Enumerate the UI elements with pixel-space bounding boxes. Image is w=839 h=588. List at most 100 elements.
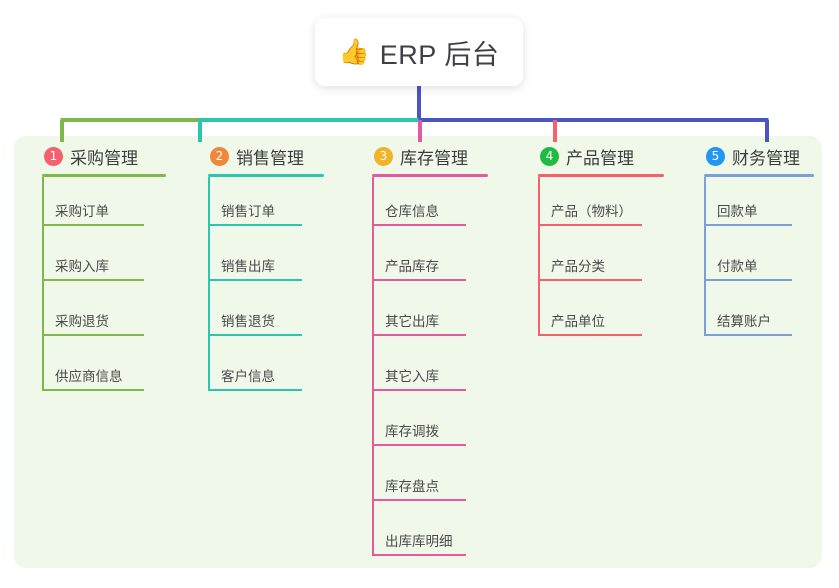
branch-items: 产品（物料） 产品分类产品单位: [518, 177, 670, 342]
branch-item-label: 回款单: [717, 204, 758, 219]
branch-header-1[interactable]: 1 采购管理: [22, 142, 172, 170]
branch-item-underline: [372, 334, 466, 336]
branch-item-underline: [538, 279, 642, 281]
branch-item-underline: [208, 279, 302, 281]
branch-item[interactable]: 产品库存: [352, 232, 494, 287]
branch-spine: [538, 177, 540, 336]
branch-item-underline: [704, 334, 792, 336]
branch-spine: [704, 177, 706, 336]
branch-header-4[interactable]: 4 产品管理: [518, 142, 670, 170]
branch-spine: [372, 177, 374, 556]
branch-item[interactable]: 付款单: [684, 232, 820, 287]
branch-item[interactable]: 其它入库: [352, 342, 494, 397]
branch-title: 销售管理: [236, 148, 304, 168]
branch-header-underline: [208, 174, 324, 177]
branch-column-4: 4 产品管理产品（物料） 产品分类产品单位: [518, 142, 670, 342]
branch-item-underline: [538, 334, 642, 336]
root-node[interactable]: 👍 ERP 后台: [315, 18, 523, 86]
branch-item-underline: [42, 224, 144, 226]
branch-item[interactable]: 销售出库: [188, 232, 330, 287]
branch-header-underline: [704, 174, 814, 177]
branch-item[interactable]: 客户信息: [188, 342, 330, 397]
branch-item[interactable]: 销售订单: [188, 177, 330, 232]
branch-item-label: 库存盘点: [385, 479, 439, 494]
branch-item-label: 销售退货: [221, 314, 275, 329]
branch-header-underline: [538, 174, 664, 177]
branch-item[interactable]: 结算账户: [684, 287, 820, 342]
branch-item[interactable]: 采购订单: [22, 177, 172, 232]
branch-item-underline: [42, 334, 144, 336]
branch-item-underline: [208, 389, 302, 391]
branch-title: 产品管理: [566, 148, 634, 168]
branch-items: 采购订单采购入库采购退货供应商信息: [22, 177, 172, 397]
branch-item-label: 采购退货: [55, 314, 109, 329]
branch-item-label: 产品单位: [551, 314, 605, 329]
branch-column-3: 3 库存管理仓库信息产品库存其它出库其它入库库存调拨库存盘点出库库明细: [352, 142, 494, 562]
branch-item-underline: [372, 389, 466, 391]
branch-title: 采购管理: [70, 148, 138, 168]
branch-item[interactable]: 产品分类: [518, 232, 670, 287]
branch-spine: [42, 177, 44, 391]
branch-item[interactable]: 产品单位: [518, 287, 670, 342]
root-node-label: ERP 后台: [379, 39, 500, 70]
branch-item-label: 其它出库: [385, 314, 439, 329]
branch-item-label: 产品（物料）: [551, 204, 632, 219]
branch-item-label: 采购入库: [55, 259, 109, 274]
branch-column-5: 5 财务管理回款单付款单结算账户: [684, 142, 820, 342]
branch-title: 财务管理: [732, 148, 800, 168]
branch-item-underline: [42, 389, 144, 391]
branch-items: 销售订单销售出库销售退货客户信息: [188, 177, 330, 397]
branch-header-5[interactable]: 5 财务管理: [684, 142, 820, 170]
branch-item-label: 库存调拨: [385, 424, 439, 439]
branch-item-label: 销售订单: [221, 204, 275, 219]
branch-header-underline: [372, 174, 488, 177]
branches-panel: [14, 136, 822, 568]
branch-title: 库存管理: [400, 148, 468, 168]
branch-item-label: 其它入库: [385, 369, 439, 384]
branch-header-underline: [42, 174, 166, 177]
branch-item-underline: [208, 334, 302, 336]
branch-item[interactable]: 库存调拨: [352, 397, 494, 452]
branch-item-underline: [372, 499, 466, 501]
branch-item-underline: [538, 224, 642, 226]
branch-item-label: 客户信息: [221, 369, 275, 384]
branch-item[interactable]: 其它出库: [352, 287, 494, 342]
branch-number-badge: 1: [44, 146, 63, 166]
branch-item-underline: [372, 444, 466, 446]
branch-item-label: 产品分类: [551, 259, 605, 274]
branch-number-badge: 3: [374, 146, 393, 166]
branch-item[interactable]: 采购入库: [22, 232, 172, 287]
branch-items: 回款单付款单结算账户: [684, 177, 820, 342]
branch-spine: [208, 177, 210, 391]
branch-item-label: 出库库明细: [385, 534, 453, 549]
branch-item-underline: [42, 279, 144, 281]
branch-item[interactable]: 仓库信息: [352, 177, 494, 232]
branch-item-label: 供应商信息: [55, 369, 123, 384]
thumbs-up-icon: 👍: [338, 37, 370, 66]
branch-item-label: 结算账户: [717, 314, 771, 329]
branch-item[interactable]: 采购退货: [22, 287, 172, 342]
branch-item[interactable]: 销售退货: [188, 287, 330, 342]
branch-item-underline: [372, 279, 466, 281]
branch-item-label: 付款单: [717, 259, 758, 274]
branch-header-3[interactable]: 3 库存管理: [352, 142, 494, 170]
branch-number-badge: 5: [706, 146, 725, 166]
branch-item[interactable]: 产品（物料）: [518, 177, 670, 232]
branch-item-underline: [372, 224, 466, 226]
branch-item-underline: [704, 279, 792, 281]
branch-item-label: 采购订单: [55, 204, 109, 219]
branch-item[interactable]: 供应商信息: [22, 342, 172, 397]
branch-item-label: 产品库存: [385, 259, 439, 274]
branch-item-underline: [704, 224, 792, 226]
branch-item[interactable]: 库存盘点: [352, 452, 494, 507]
branch-item-underline: [208, 224, 302, 226]
branch-item[interactable]: 回款单: [684, 177, 820, 232]
branch-items: 仓库信息产品库存其它出库其它入库库存调拨库存盘点出库库明细: [352, 177, 494, 562]
branch-item[interactable]: 出库库明细: [352, 507, 494, 562]
branch-number-badge: 4: [540, 146, 559, 166]
branch-item-underline: [372, 554, 466, 556]
branch-item-label: 销售出库: [221, 259, 275, 274]
